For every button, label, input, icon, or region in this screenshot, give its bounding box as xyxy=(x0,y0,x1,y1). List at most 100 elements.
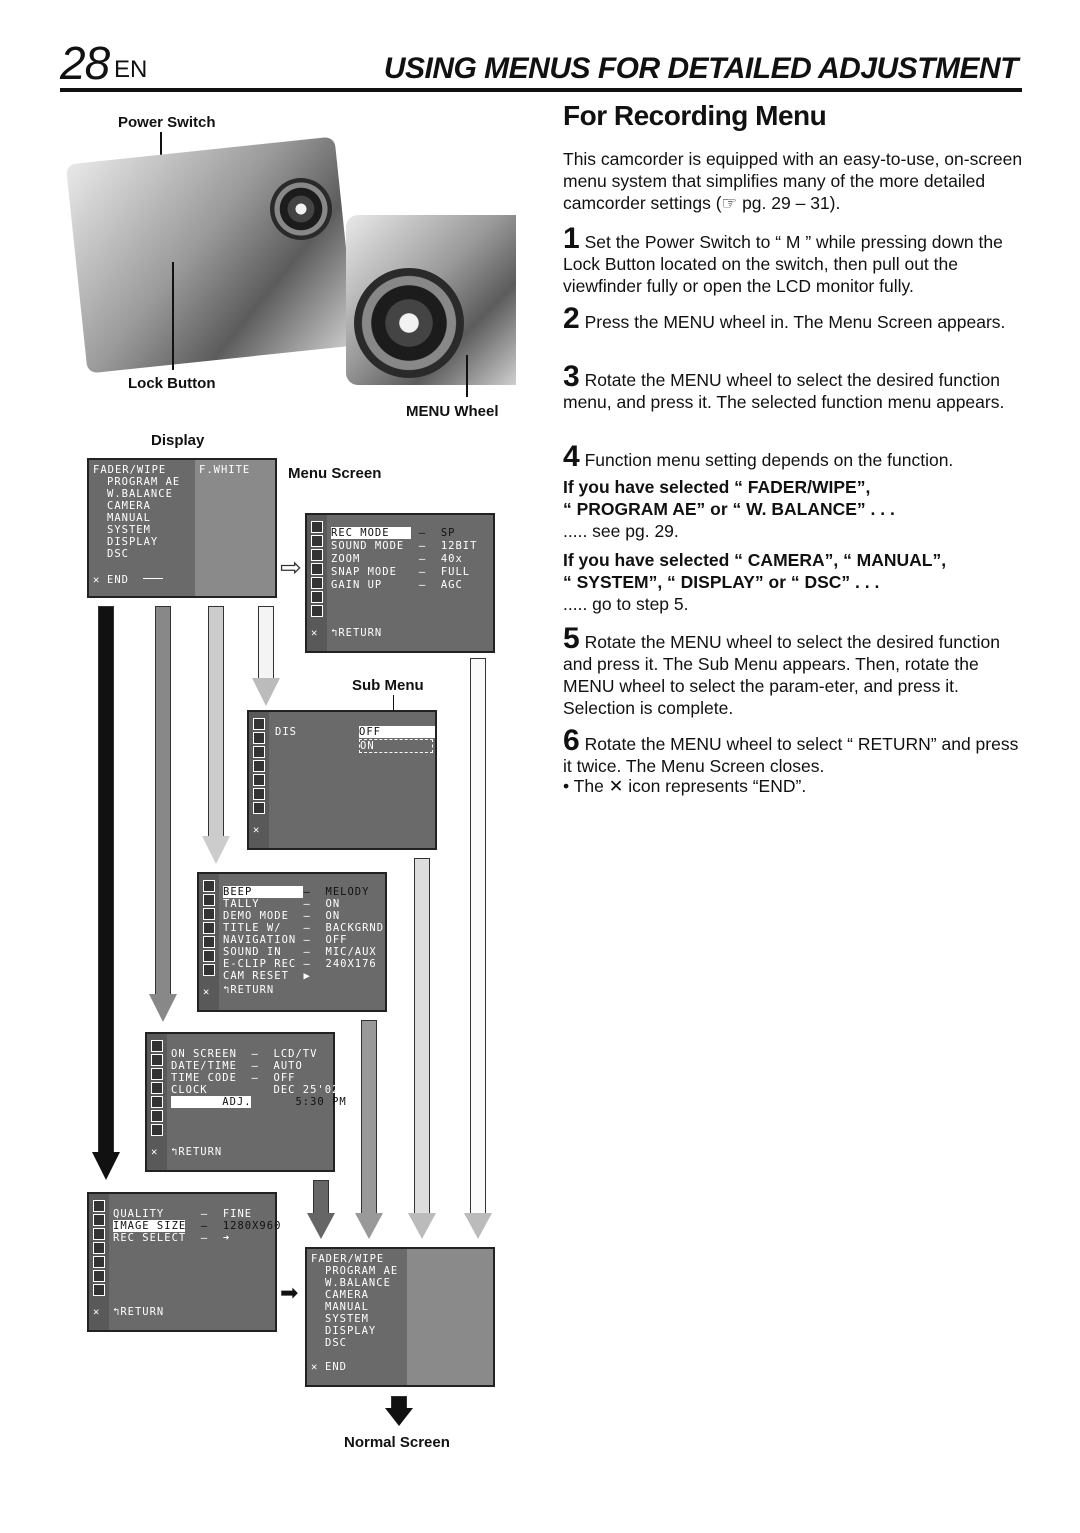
if-camera-ref: ..... go to step 5. xyxy=(563,594,689,614)
menu-row: SOUND MODE – 12BIT xyxy=(331,540,478,552)
step-3: 3 Rotate the MENU wheel to select the de… xyxy=(563,360,1005,413)
sub-menu-label: Sub Menu xyxy=(352,677,424,694)
step-6: 6 Rotate the MENU wheel to select “ RETU… xyxy=(563,724,1019,777)
menu-item: DISPLAY xyxy=(325,1325,377,1337)
menu-row: GAIN UP – AGC xyxy=(331,579,463,591)
menu-wheel-label: MENU Wheel xyxy=(406,403,499,420)
camera-menu-screen: REC MODE – SP SOUND MODE – 12BIT ZOOM – … xyxy=(305,513,495,653)
if-fader-ref: ..... see pg. 29. xyxy=(563,521,679,541)
return-label: ↰RETURN xyxy=(113,1306,165,1318)
system-menu-screen: BEEP – MELODY TALLY – ON DEMO MODE – ON … xyxy=(197,872,387,1012)
menu-item: SYSTEM xyxy=(325,1313,369,1325)
header-rule xyxy=(60,88,1022,92)
menu-row: SNAP MODE – FULL xyxy=(331,566,471,578)
menu-item: MANUAL xyxy=(107,512,151,524)
white-balance-indicator: F.WHITE xyxy=(199,464,251,476)
callout-line xyxy=(393,695,394,723)
menu-row: TITLE W/ – BACKGRND xyxy=(223,922,385,934)
return-label: ↰RETURN xyxy=(331,627,383,639)
flow-arrowhead xyxy=(307,1213,335,1239)
end-icon: ✕ xyxy=(93,574,101,586)
menu-item: CAMERA xyxy=(107,500,151,512)
flow-arrowhead xyxy=(252,678,280,706)
end-icon: ✕ xyxy=(311,1361,319,1373)
flow-bar xyxy=(414,858,430,1214)
end-icon: ✕ xyxy=(151,1146,159,1158)
flow-bar xyxy=(155,606,171,996)
return-label: ↰RETURN xyxy=(171,1146,223,1158)
menu-item: DSC xyxy=(107,548,129,560)
menu-row: ZOOM – 40x xyxy=(331,553,463,565)
step-2: 2 Press the MENU wheel in. The Menu Scre… xyxy=(563,302,1006,335)
flow-arrowhead xyxy=(149,994,177,1022)
menu-row: TIME CODE – OFF xyxy=(171,1072,296,1084)
flow-bar xyxy=(470,658,486,1214)
lock-button-label: Lock Button xyxy=(128,375,216,392)
flow-arrowhead xyxy=(408,1213,436,1239)
end-icon: ✕ xyxy=(311,627,319,639)
menu-row: QUALITY – FINE xyxy=(113,1208,253,1220)
menu-item: CAMERA xyxy=(325,1289,369,1301)
menu-item: FADER/WIPE xyxy=(93,464,167,476)
menu-row: CAM RESET ▶ xyxy=(223,970,311,982)
flow-arrowhead xyxy=(92,1152,120,1180)
camcorder-lens-large xyxy=(354,268,464,378)
return-label: ↰RETURN xyxy=(223,984,275,996)
end-icon-note: • The ✕ icon represents “END”. xyxy=(563,776,807,796)
sub-menu-option: ON xyxy=(359,739,433,753)
intro-paragraph: This camcorder is equipped with an easy-… xyxy=(563,149,1023,213)
menu-row: REC SELECT – ➜ xyxy=(113,1232,231,1244)
sub-menu-screen: DIS OFF ON ✕ xyxy=(247,710,437,850)
menu-item: W.BALANCE xyxy=(325,1277,391,1289)
menu-item-end: END xyxy=(325,1361,347,1373)
menu-item: W.BALANCE xyxy=(107,488,173,500)
flow-bar xyxy=(361,1020,377,1214)
page-number: 28 xyxy=(60,37,110,89)
display-label: Display xyxy=(151,432,205,449)
display-settings-screen: ON SCREEN – LCD/TV DATE/TIME – AUTO TIME… xyxy=(145,1032,347,1172)
final-menu-screen: FADER/WIPE PROGRAM AE W.BALANCE CAMERA M… xyxy=(305,1247,495,1387)
menu-item: FADER/WIPE xyxy=(311,1253,385,1265)
page-language: EN xyxy=(114,56,148,83)
menu-row: TALLY – ON xyxy=(223,898,341,910)
normal-screen-label: Normal Screen xyxy=(344,1434,450,1451)
menu-item: PROGRAM AE xyxy=(107,476,181,488)
dsc-menu-screen: QUALITY – FINE IMAGE SIZE – 1280X960 REC… xyxy=(87,1192,282,1332)
flow-bar xyxy=(313,1180,329,1214)
menu-item: PROGRAM AE xyxy=(325,1265,399,1277)
end-icon: ✕ xyxy=(203,986,211,998)
menu-row: NAVIGATION – OFF xyxy=(223,934,348,946)
callout-line xyxy=(466,355,468,397)
sub-menu-option-selected: OFF xyxy=(359,726,435,738)
menu-item: DISPLAY xyxy=(107,536,159,548)
arrow-right-solid: ➡ xyxy=(280,1280,299,1305)
menu-row: REC MODE – SP xyxy=(331,527,456,539)
power-switch-label: Power Switch xyxy=(118,114,216,131)
menu-row: BEEP – MELODY xyxy=(223,886,370,898)
flow-arrowhead xyxy=(385,1408,413,1426)
menu-item: MANUAL xyxy=(325,1301,369,1313)
flow-arrowhead xyxy=(355,1213,383,1239)
flow-arrowhead xyxy=(202,836,230,864)
if-fader-line-1: If you have selected “ FADER/WIPE”, xyxy=(563,477,871,497)
camcorder-lens-small xyxy=(270,178,332,240)
menu-item: SYSTEM xyxy=(107,524,151,536)
if-camera-line-1: If you have selected “ CAMERA”, “ MANUAL… xyxy=(563,550,947,570)
menu-row: ADJ. 5:30 PM xyxy=(171,1096,347,1108)
arrow-right-outline: ⇨ xyxy=(280,552,302,582)
menu-screen-label: Menu Screen xyxy=(288,465,382,482)
menu-row: SOUND IN – MIC/AUX xyxy=(223,946,377,958)
step-5: 5 Rotate the MENU wheel to select the de… xyxy=(563,622,1000,719)
menu-row: IMAGE SIZE – 1280X960 xyxy=(113,1220,282,1232)
flow-bar xyxy=(258,606,274,680)
menu-item: DSC xyxy=(325,1337,347,1349)
menu-row: E-CLIP REC – 240X176 xyxy=(223,958,377,970)
flow-bar xyxy=(208,606,224,838)
callout-line xyxy=(172,262,174,370)
menu-row: ON SCREEN – LCD/TV xyxy=(171,1048,318,1060)
camcorder-photo-side xyxy=(65,136,357,374)
menu-row: CLOCK DEC 25'02 xyxy=(171,1084,340,1096)
step-1: 1 Set the Power Switch to “ M ” while pr… xyxy=(563,222,1003,297)
end-icon: ✕ xyxy=(93,1306,101,1318)
end-icon: ✕ xyxy=(253,824,261,836)
